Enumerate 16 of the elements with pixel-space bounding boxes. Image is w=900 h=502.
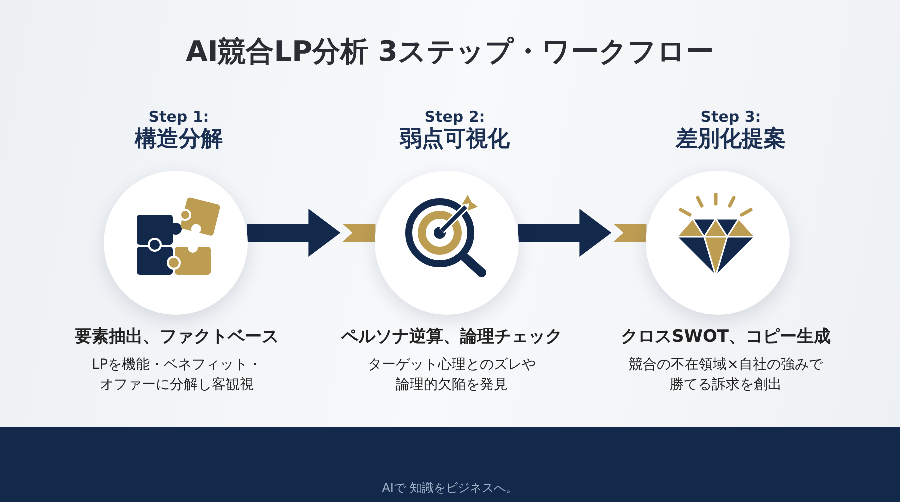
- step-title: 弱点可視化: [398, 127, 511, 153]
- title: AI競合LP分析 3ステップ・ワークフロー: [185, 34, 715, 70]
- step-subtitle: ペルソナ逆算、論理チェック: [340, 326, 564, 348]
- step-description: ターゲット心理とのズレや論理的欠陥を発見: [367, 356, 537, 395]
- step-number: Step 1:: [148, 108, 210, 126]
- step-title: 構造分解: [134, 127, 224, 153]
- step-description: 競合の不在領域×自社の強みで勝てる訴求を創出: [628, 356, 824, 395]
- arrow: [247, 209, 376, 257]
- step-description: LPを機能・ベネフィット・オファーに分解し客観視: [90, 356, 264, 395]
- arrow: [518, 209, 647, 257]
- tagline: AIで 知識をビジネスへ。: [381, 480, 519, 496]
- step-number: Step 3:: [700, 108, 762, 126]
- step-number: Step 2:: [424, 108, 486, 126]
- step-subtitle: 要素抽出、ファクトベース: [74, 326, 280, 348]
- step-subtitle: クロスSWOT、コピー生成: [620, 326, 832, 348]
- step-title: 差別化提案: [674, 127, 787, 153]
